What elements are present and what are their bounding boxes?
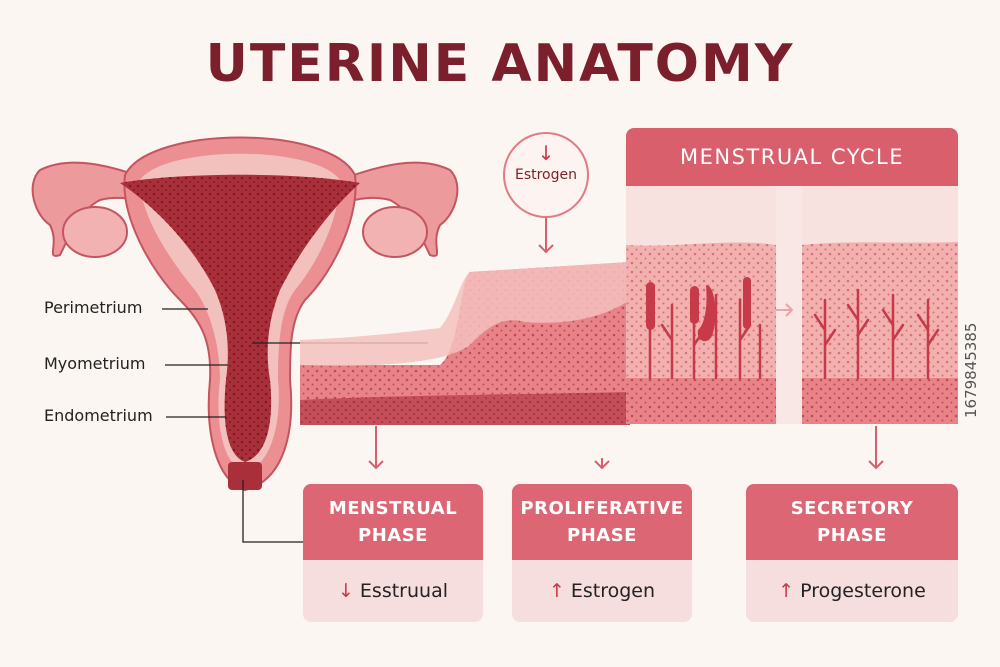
- page-title: UTERINE ANATOMY: [205, 34, 795, 94]
- estrogen-label: Estrogen: [514, 167, 577, 183]
- ovary-right: [362, 206, 428, 258]
- down-arrow-icon: ↓: [338, 580, 354, 602]
- estrogen-bubble-text: ↓ Estrogen: [504, 142, 588, 186]
- estrogen-bubble: [503, 132, 589, 218]
- estrogen-arrow: [538, 218, 554, 254]
- ovary-left: [62, 206, 128, 258]
- phase-title: PROLIFERATIVE PHASE: [512, 484, 692, 560]
- phase-hormone: ↑ Progesterone: [778, 580, 926, 602]
- label-myometrium: Myometrium: [44, 354, 146, 373]
- phase-card-proliferative: PROLIFERATIVE PHASE ↑ Estrogen: [512, 484, 692, 622]
- phase-title: MENSTRUAL PHASE: [303, 484, 483, 560]
- watermark-id: 1679845385: [962, 322, 980, 418]
- phase-card-menstrual: MENSTRUAL PHASE ↓ Esstruual: [303, 484, 483, 622]
- up-arrow-icon: ↑: [778, 580, 795, 602]
- label-perimetrium: Perimetrium: [44, 298, 143, 317]
- phase-hormone: ↑ Estrogen: [548, 580, 656, 602]
- fallopian-tubes: [31, 161, 459, 257]
- up-arrow-icon: ↑: [548, 580, 565, 602]
- label-endometrium: Endometrium: [44, 406, 153, 425]
- phase-hormone: ↓ Esstruual: [338, 580, 448, 602]
- cervix: [228, 462, 262, 490]
- estrogen-down-arrow: ↓: [537, 141, 555, 165]
- phase-card-secretory: SECRETORY PHASE ↑ Progesterone: [746, 484, 958, 622]
- cycle-tissue-right: [802, 242, 958, 424]
- cycle-title: MENSTRUAL CYCLE: [626, 128, 958, 186]
- tissue-strip-top: [300, 262, 630, 366]
- phase-arrows: [368, 426, 884, 470]
- phase-title: SECRETORY PHASE: [746, 484, 958, 560]
- cycle-tissue-left: [626, 242, 776, 424]
